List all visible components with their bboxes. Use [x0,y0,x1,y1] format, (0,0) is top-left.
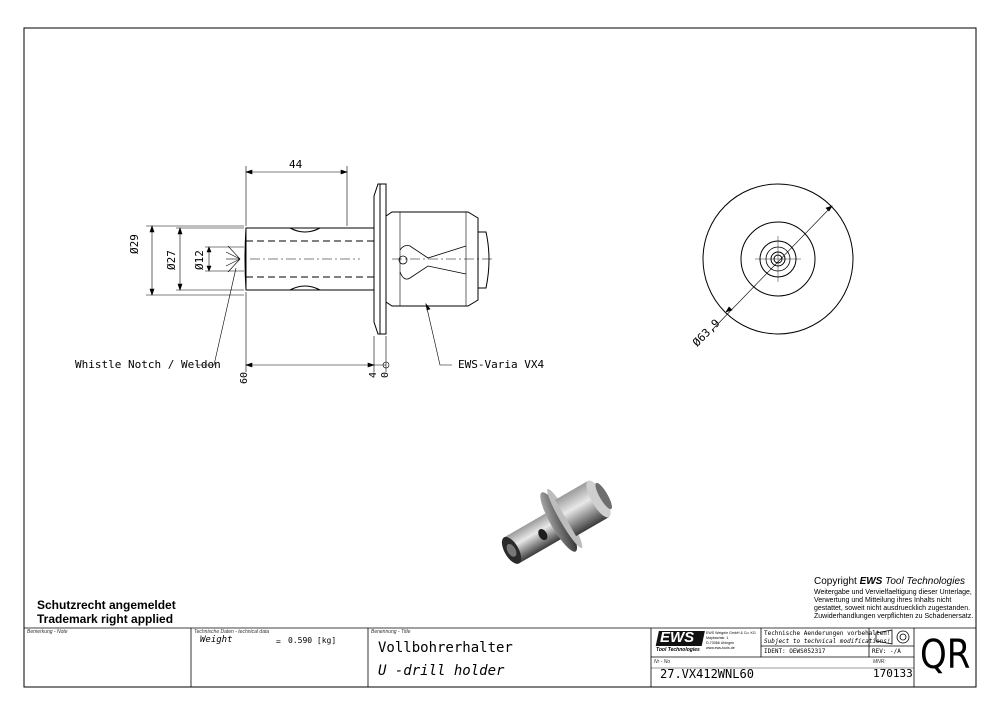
mnr-label: MNR: [873,659,886,665]
copyright-text-1: Weitergabe und Vervielfaeltigung dieser … [814,589,972,596]
baseline-60-label: 60 [239,371,250,384]
side-view [225,183,494,335]
dim-d29-label: Ø29 [128,234,141,254]
company-line-3: D-73066 Uhingen [706,641,735,645]
part-number: 27.VX412WNL60 [660,667,754,681]
ident-number: IDENT: OEWS052317 [764,648,826,655]
whistle-notch-label: Whistle Notch / Weldon [75,358,221,371]
dim-d12-label: Ø12 [193,250,206,270]
copyright-text-3: gestattet, soweit nicht ausdruecklich zu… [814,605,971,612]
baseline-0-label: 0 [380,371,391,378]
company-line-4: www.ews-tools.de [706,646,735,650]
projection-symbol [875,629,910,645]
tech-change-german: Technische Aenderungen vorbehalten! [764,630,891,637]
baseline-4-label: 4 [368,371,379,378]
sheet-border [23,27,977,688]
weight-value: 0.590 [kg] [288,636,337,645]
title-german: Vollbohrerhalter [378,640,513,656]
dim-length-label: 44 [289,158,303,171]
ews-varia-label: EWS-Varia VX4 [458,358,545,371]
tech-data-label: Technische Daten - technical data [194,629,270,635]
tech-change-english: Subject to technical modifications! [764,638,891,645]
title-block-grid [24,627,976,687]
title-english: U -drill holder [378,663,505,679]
title-field-label: Benennung - Title [371,629,411,635]
company-line-2: Maybachstr. 1 [706,636,729,640]
ews-logo-text: EWS [660,629,695,646]
copyright-text-4: Zuwiderhandlungen verpflichten zu Schade… [814,613,974,620]
trademark-notice: Trademark right applied [37,612,174,626]
number-field-label: Nr - No [654,659,671,665]
note-field-label: Bemerkung - Note [27,629,68,635]
copyright-text-2: Verwertung und Mitteilung ihres Inhalts … [814,597,952,604]
qr-label: QR [920,632,971,678]
company-line-1: EWS Weigele GmbH & Co. KG [706,631,756,635]
mnr-number: 170133 [873,667,913,680]
weight-label: Weight [200,635,233,645]
copyright-title: Copyright EWS Tool Technologies [814,576,966,587]
revision: REV: -/A [872,648,901,655]
dimension-lines [146,166,452,372]
ews-logo-subtitle: Tool Technologies [656,647,700,653]
end-view [702,183,854,335]
patent-notice: Schutzrecht angemeldet [37,598,176,612]
dim-d27-label: Ø27 [165,250,178,270]
render-3d [501,480,612,564]
weight-equals: = [276,637,281,646]
ews-logo-mark [655,631,705,646]
